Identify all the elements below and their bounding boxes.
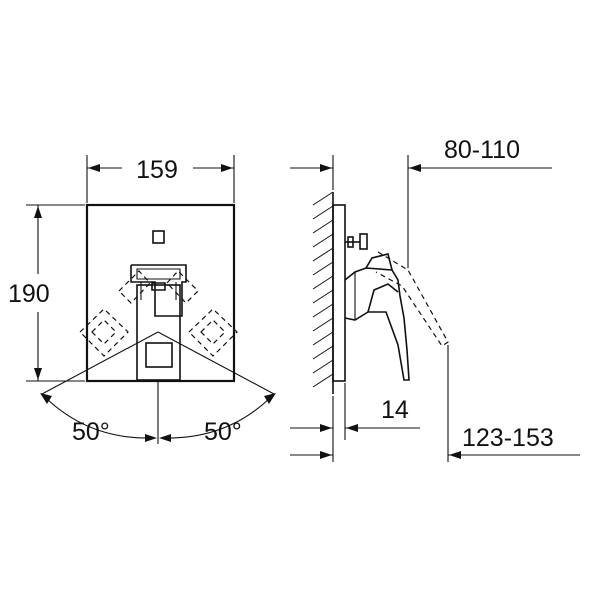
angle-arc-left [45, 397, 155, 439]
width-arrow-left [88, 164, 100, 172]
wall-arrow-top [320, 164, 332, 172]
lever-rotated-left [79, 270, 151, 357]
angle-arc-right [161, 397, 271, 439]
angle-ray-right [157, 331, 275, 395]
cover-plate-side [332, 204, 346, 382]
indicator-knob-side [345, 233, 368, 250]
angle-arrow-right-end [159, 434, 171, 442]
front-view [26, 155, 276, 444]
cover-plate-outline [85, 203, 236, 383]
depth-label: 14 [381, 396, 409, 424]
height-arrow-bottom [34, 368, 42, 380]
width-arrow-right [221, 164, 233, 172]
angle-arrow-right-start [264, 393, 276, 404]
angle-ray-left [41, 331, 159, 395]
total-arrow-left [320, 451, 332, 459]
lever-front [130, 264, 187, 317]
total-arrow-right [449, 451, 461, 459]
handle-travel-dashed [375, 251, 449, 347]
depth-arrow-left [320, 424, 332, 432]
proj-arrow [409, 164, 421, 172]
width-label: 159 [136, 156, 178, 184]
projection-label: 80-110 [444, 136, 520, 164]
side-view [290, 155, 580, 462]
height-label: 190 [8, 280, 50, 308]
angle-arrow-left-end [145, 434, 157, 442]
angle-arrow-left-start [40, 393, 52, 404]
angle-left-label: 50° [72, 418, 110, 446]
lever-rotated-right [166, 270, 238, 357]
handle-side [344, 253, 410, 381]
depth-arrow-right [346, 424, 358, 432]
total-depth-label: 123-153 [462, 424, 554, 452]
wall-hatching [312, 191, 334, 388]
height-arrow-top [34, 206, 42, 218]
indicator-square [152, 230, 165, 244]
button-square [145, 342, 173, 368]
angle-right-label: 50° [204, 418, 242, 446]
